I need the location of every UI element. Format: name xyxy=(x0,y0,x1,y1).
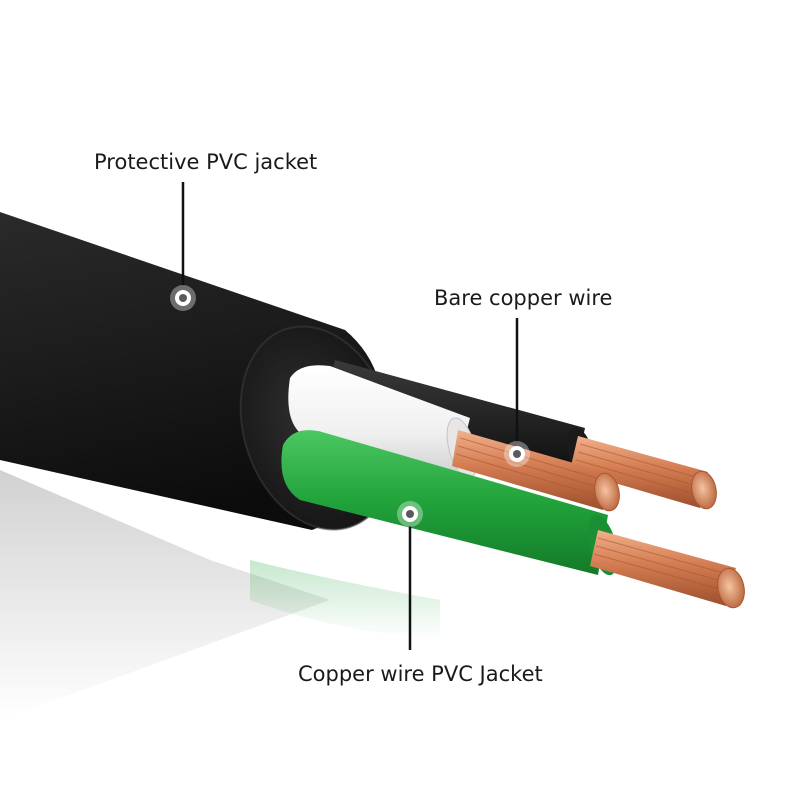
marker-inner xyxy=(397,501,423,527)
marker-bare xyxy=(504,441,530,467)
bare-copper-wire-bottom xyxy=(590,530,748,610)
marker-jacket xyxy=(170,285,196,311)
protective-jacket-label: Protective PVC jacket xyxy=(94,152,317,173)
bare-copper-wire-label: Bare copper wire xyxy=(434,288,612,309)
copper-wire-jacket-label: Copper wire PVC Jacket xyxy=(298,664,543,685)
